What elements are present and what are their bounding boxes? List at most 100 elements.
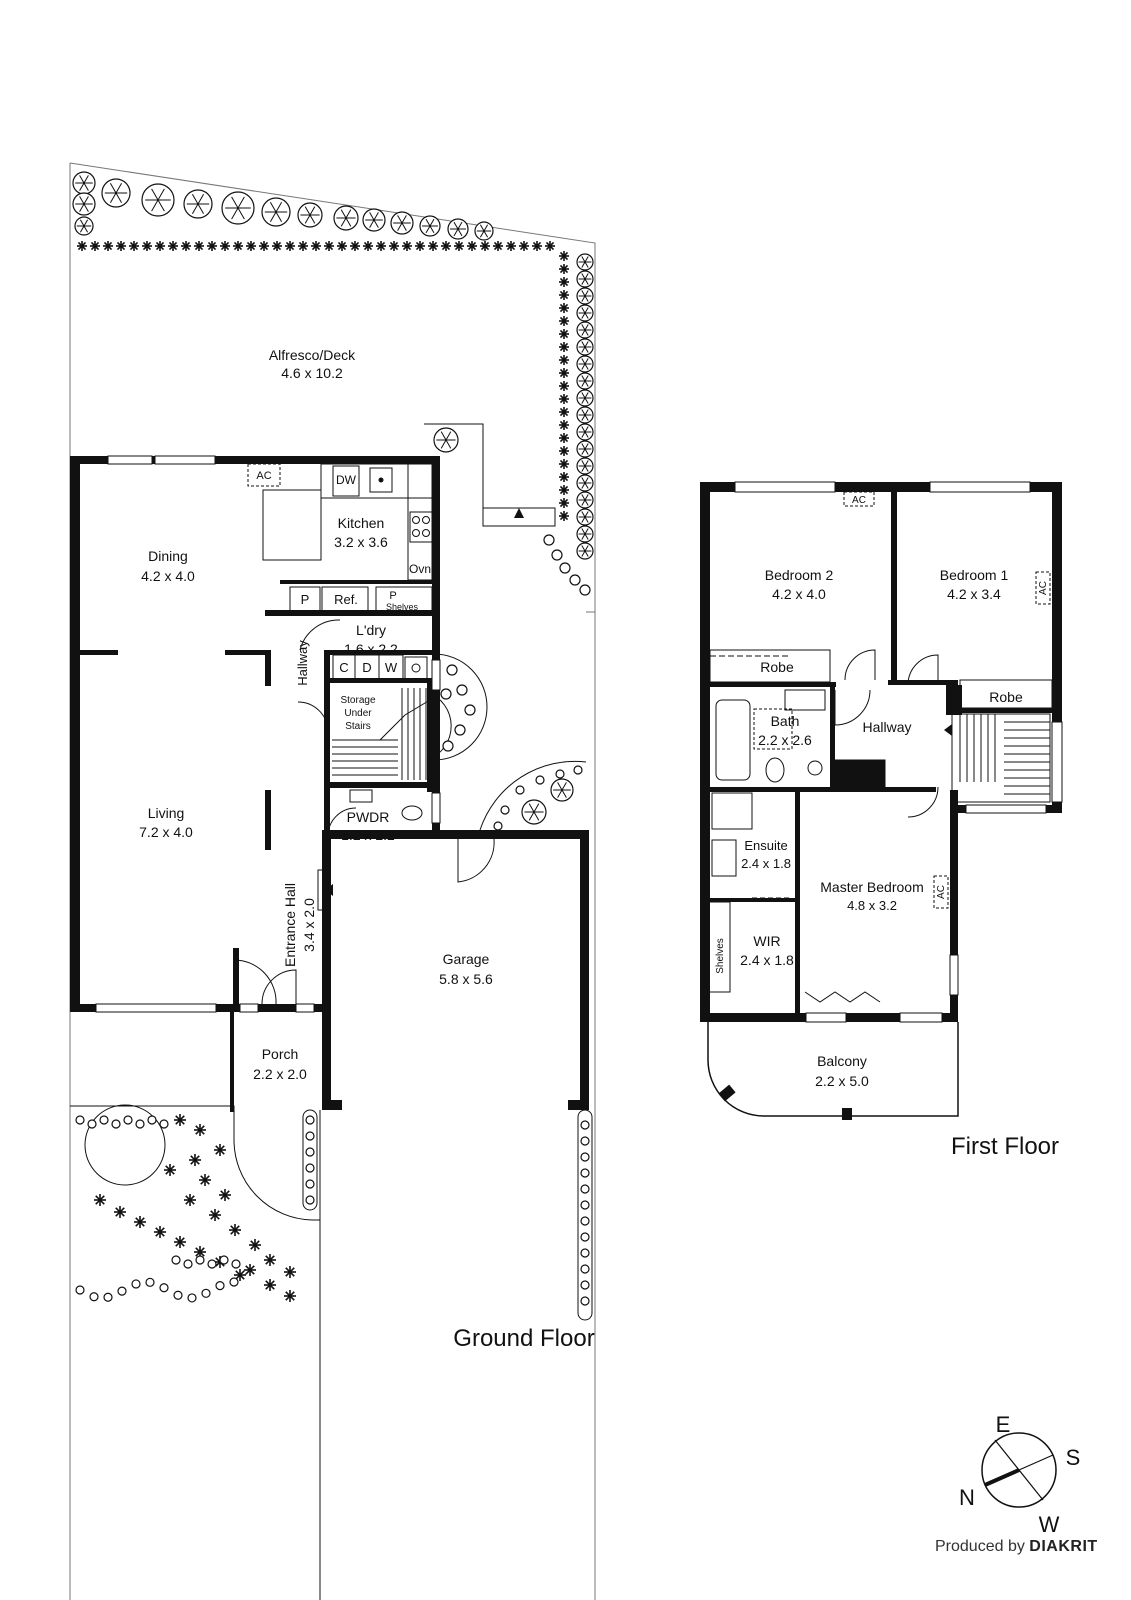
room-name: Master Bedroom bbox=[820, 879, 923, 895]
shrub-icon bbox=[174, 1236, 186, 1248]
shrub-icon bbox=[580, 1184, 590, 1194]
tree-icon bbox=[433, 427, 459, 453]
tree-icon bbox=[74, 216, 94, 236]
sink-drain-icon bbox=[411, 663, 421, 673]
shrub-icon bbox=[272, 241, 282, 251]
tree-icon bbox=[550, 778, 574, 802]
shrub-icon bbox=[305, 1131, 315, 1141]
room-dims: 4.2 x 4.0 bbox=[772, 586, 826, 602]
credit-prefix: Produced by bbox=[935, 1538, 1025, 1555]
shrub-icon bbox=[249, 1239, 261, 1251]
shrub-icon bbox=[90, 241, 100, 251]
shrub-icon bbox=[580, 1280, 590, 1290]
shrub-icon bbox=[234, 1269, 246, 1281]
ac-unit bbox=[1035, 571, 1051, 605]
shrub-icon bbox=[500, 805, 510, 815]
wall bbox=[233, 948, 239, 1008]
shrub-icon bbox=[559, 355, 569, 365]
wall bbox=[568, 1100, 588, 1110]
burner-icon bbox=[412, 529, 420, 537]
shrub-icon bbox=[559, 277, 569, 287]
room-dims: 3.4 x 2.0 bbox=[301, 898, 317, 952]
shrub-icon bbox=[559, 329, 569, 339]
shrub-icon bbox=[284, 1266, 296, 1278]
shrub-icon bbox=[350, 241, 360, 251]
tree-icon bbox=[84, 1104, 166, 1186]
room-dims: 1.6 x 2.2 bbox=[344, 641, 398, 657]
shrub-icon bbox=[229, 1277, 239, 1287]
door-swing bbox=[907, 654, 939, 686]
shrub-icon bbox=[201, 1288, 211, 1298]
basin-icon bbox=[807, 760, 823, 776]
shrub-icon bbox=[183, 1259, 193, 1269]
ac-unit bbox=[843, 491, 875, 507]
garden-shrubs-side bbox=[440, 664, 583, 831]
shrub-icon bbox=[194, 1124, 206, 1136]
tree-icon bbox=[261, 197, 291, 227]
shrub-icon bbox=[87, 1119, 97, 1129]
room-name: Balcony bbox=[817, 1053, 867, 1069]
tree-icon bbox=[576, 457, 594, 475]
shrub-icon bbox=[559, 368, 569, 378]
tree-icon bbox=[419, 215, 441, 237]
wall bbox=[958, 708, 1052, 713]
room-dims: 7.2 x 4.0 bbox=[139, 824, 193, 840]
bathtub-icon bbox=[715, 699, 751, 781]
room-dims: 2.2 x 2.0 bbox=[253, 1066, 307, 1082]
shrub-icon bbox=[337, 241, 347, 251]
tree-icon bbox=[333, 205, 359, 231]
window bbox=[431, 659, 441, 691]
shrub-icon bbox=[580, 1152, 590, 1162]
window bbox=[734, 481, 836, 493]
shrub-icon bbox=[171, 1255, 181, 1265]
door-swing bbox=[457, 838, 495, 883]
storage-label: Under bbox=[344, 708, 372, 719]
robe bbox=[709, 649, 831, 683]
room-dims: 4.2 x 3.4 bbox=[947, 586, 1001, 602]
shrub-icon bbox=[559, 511, 569, 521]
oven-label: Ovn bbox=[409, 562, 431, 576]
wall bbox=[324, 650, 434, 655]
cooktop-icon bbox=[409, 511, 433, 543]
wall bbox=[324, 650, 330, 840]
staircase bbox=[332, 688, 431, 780]
shrub-icon bbox=[493, 241, 503, 251]
shrub-icon bbox=[545, 241, 555, 251]
shrub-icon bbox=[559, 290, 569, 300]
wall bbox=[700, 482, 710, 1022]
room-name: Garage bbox=[443, 951, 490, 967]
shrub-icon bbox=[559, 459, 569, 469]
shrub-icon bbox=[264, 1254, 276, 1266]
window bbox=[239, 1003, 259, 1013]
shrub-icon bbox=[559, 485, 569, 495]
tree-icon bbox=[576, 474, 594, 492]
window bbox=[899, 1012, 943, 1023]
wall bbox=[427, 682, 433, 792]
window bbox=[107, 455, 153, 465]
shrub-icon bbox=[99, 1115, 109, 1125]
wall bbox=[225, 650, 270, 655]
tree-icon bbox=[576, 406, 594, 424]
shrub-icon bbox=[559, 381, 569, 391]
shrub-icon bbox=[174, 1114, 186, 1126]
garden-hedge bbox=[77, 241, 555, 251]
wall bbox=[950, 790, 958, 1022]
post bbox=[842, 1108, 852, 1120]
room-name: Entrance Hall bbox=[282, 883, 298, 967]
shrub-icon bbox=[214, 1144, 226, 1156]
tree-icon bbox=[576, 321, 594, 339]
ac-label: AC bbox=[936, 885, 947, 899]
vanity-icon bbox=[349, 789, 373, 803]
shrub-icon bbox=[559, 472, 569, 482]
shrub-icon bbox=[442, 740, 454, 752]
door-swing bbox=[299, 619, 341, 651]
shrub-icon bbox=[154, 1226, 166, 1238]
shrub-icon bbox=[181, 241, 191, 251]
shrub-icon bbox=[555, 769, 565, 779]
room-name: WIR bbox=[753, 933, 780, 949]
shrub-icon bbox=[580, 1232, 590, 1242]
shrub-icon bbox=[135, 1119, 145, 1129]
room-dims: 5.8 x 5.6 bbox=[439, 971, 493, 987]
shelves-label: Shelves bbox=[715, 938, 726, 974]
